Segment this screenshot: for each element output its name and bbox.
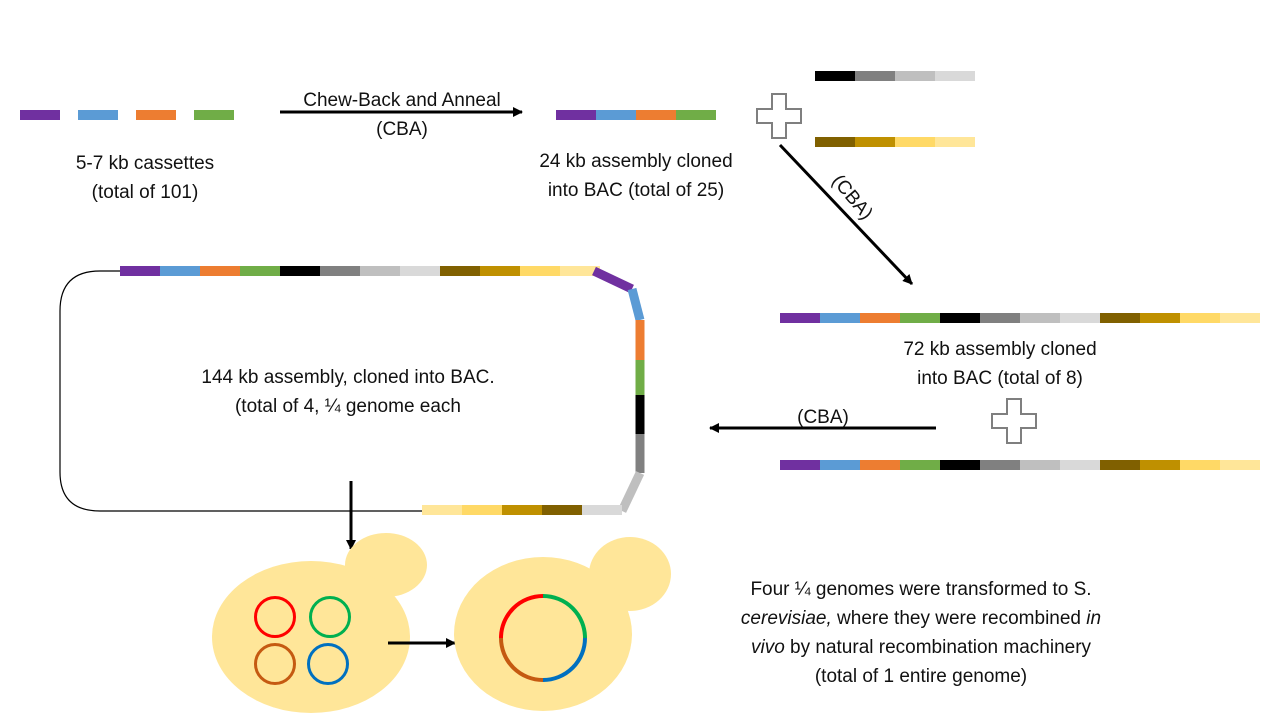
segment-gray-mid <box>1020 313 1060 323</box>
genome-arc-green <box>542 594 587 639</box>
segment-yellow-light <box>422 505 462 515</box>
plus-sign-top <box>756 93 802 139</box>
assembly-72kb-bar-bottom <box>780 460 1260 470</box>
cassette-segments <box>20 110 234 120</box>
segment-gray-dark <box>855 71 895 81</box>
plus-sign-bottom <box>991 398 1037 444</box>
segment-gray-light <box>400 266 440 276</box>
segment-black <box>280 266 320 276</box>
segment-yellow <box>1180 460 1220 470</box>
segment-gold <box>1140 313 1180 323</box>
segment-gray-mid <box>360 266 400 276</box>
bac-right-strip <box>592 266 645 513</box>
segment-blue <box>820 460 860 470</box>
segment-blue <box>160 266 200 276</box>
gold-assembly-bar <box>815 137 975 147</box>
segment-gray-dark <box>980 460 1020 470</box>
cba-arrow-diagonal <box>778 143 914 286</box>
segment-orange <box>636 110 676 120</box>
cassette-orange <box>136 110 176 120</box>
segment-orange <box>200 266 240 276</box>
cassette-purple <box>20 110 60 120</box>
segment-blue <box>596 110 636 120</box>
segment-purple <box>780 460 820 470</box>
bac-bottom-strip <box>422 505 622 515</box>
segment-purple <box>592 266 634 294</box>
segment-yellow-light <box>935 137 975 147</box>
segment-yellow-light <box>1220 313 1260 323</box>
segment-blue <box>627 287 645 322</box>
segment-yellow-light <box>1220 460 1260 470</box>
quarter-genome-ring-green <box>309 596 351 638</box>
segment-green <box>900 460 940 470</box>
assembly-24kb-bar <box>556 110 716 120</box>
segment-orange <box>860 460 900 470</box>
segment-black <box>815 71 855 81</box>
quarter-genome-ring-orange <box>254 643 296 685</box>
segment-gray-dark <box>980 313 1020 323</box>
bac-top-strip <box>120 266 600 276</box>
segment-olive-dark <box>440 266 480 276</box>
cba-top-label: Chew-Back and Anneal(CBA) <box>303 90 501 140</box>
segment-gray-light <box>935 71 975 81</box>
cba-left-label: (CBA) <box>797 407 849 428</box>
segment-yellow <box>462 505 502 515</box>
segment-yellow <box>1180 313 1220 323</box>
assembly-144kb-label: 144 kb assembly, cloned into BAC.(total … <box>201 367 495 417</box>
segment-olive-dark <box>542 505 582 515</box>
yeast-cell-left <box>212 561 410 713</box>
segment-gray-mid <box>895 71 935 81</box>
segment-gold <box>480 266 520 276</box>
quarter-genome-ring-red <box>254 596 296 638</box>
cassettes-label: 5-7 kb cassettes(total of 101) <box>75 153 215 203</box>
segment-black <box>940 460 980 470</box>
segment-green <box>240 266 280 276</box>
segment-gray-light <box>1060 460 1100 470</box>
segment-black <box>940 313 980 323</box>
segment-purple <box>120 266 160 276</box>
segment-olive-dark <box>1100 460 1140 470</box>
segment-yellow <box>520 266 560 276</box>
segment-purple <box>780 313 820 323</box>
genome-arc-blue <box>542 637 587 682</box>
bac-backbone-line <box>59 270 422 512</box>
segment-gold <box>1140 460 1180 470</box>
gray-assembly-bar <box>815 71 975 81</box>
segment-yellow <box>895 137 935 147</box>
cassette-blue <box>78 110 118 120</box>
segment-gray-mid <box>617 471 645 513</box>
genome-arc-orange <box>499 637 544 682</box>
genome-arc-red <box>499 594 544 639</box>
segment-green <box>900 313 940 323</box>
quarter-genome-ring-blue <box>307 643 349 685</box>
segment-blue <box>820 313 860 323</box>
segment-gray-light <box>1060 313 1100 323</box>
segment-orange <box>860 313 900 323</box>
segment-gray-dark <box>320 266 360 276</box>
transformation-caption: Four ¼ genomes were transformed to S. ce… <box>740 579 1102 687</box>
segment-olive-dark <box>1100 313 1140 323</box>
segment-gold <box>855 137 895 147</box>
segment-purple <box>556 110 596 120</box>
cassette-green <box>194 110 234 120</box>
assembly-72kb-bar-top <box>780 313 1260 323</box>
segment-olive-dark <box>815 137 855 147</box>
segment-gray-mid <box>1020 460 1060 470</box>
segment-gray-light <box>582 505 622 515</box>
yeast-cell-right <box>454 557 632 711</box>
segment-gold <box>502 505 542 515</box>
segment-green <box>676 110 716 120</box>
segment-yellow-light <box>560 266 600 276</box>
